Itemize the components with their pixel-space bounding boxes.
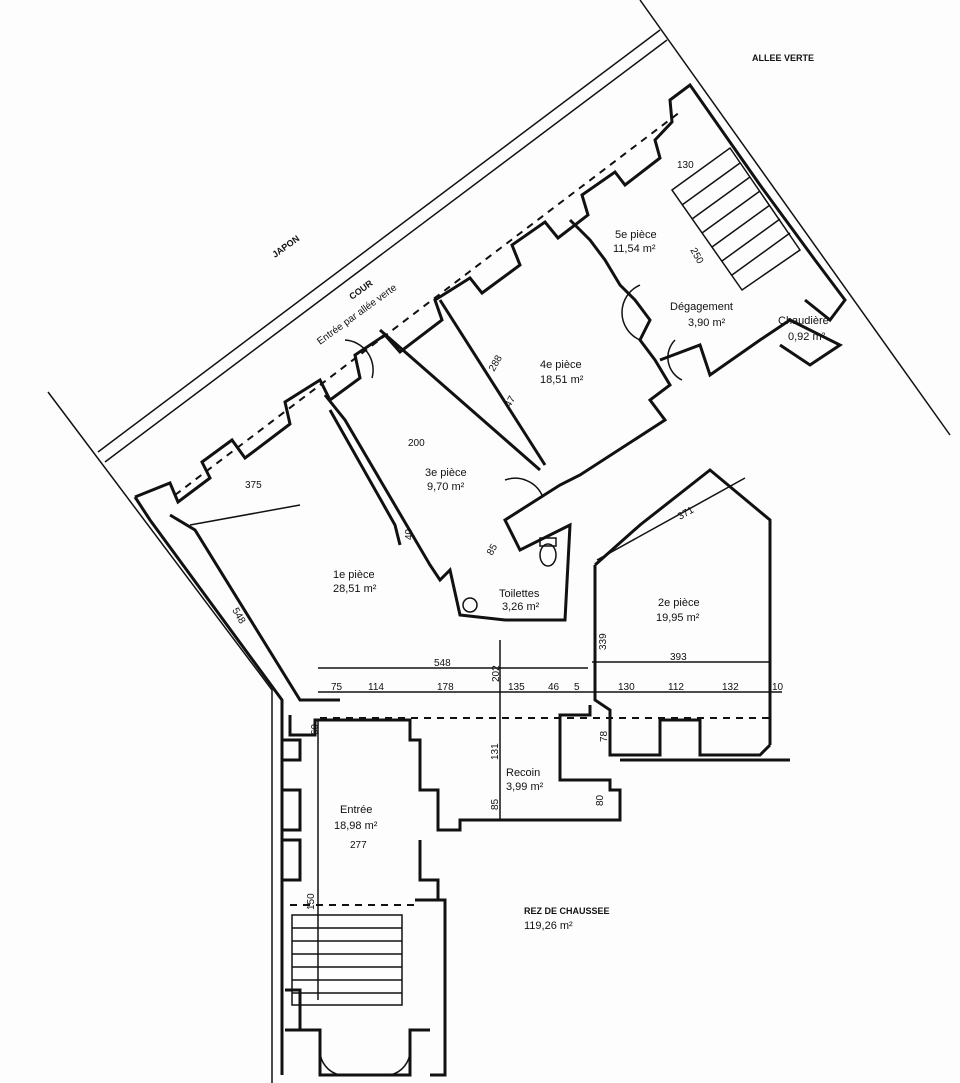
room-area: 3,90 m² <box>688 317 726 329</box>
room-area: 19,95 m² <box>656 612 700 624</box>
room-degagement: Dégagement 3,90 m² <box>670 301 733 329</box>
room-area: 28,51 m² <box>333 583 377 595</box>
room-name: 5e pièce <box>615 229 657 241</box>
dim-label: 130 <box>677 160 694 171</box>
room-name: Recoin <box>506 767 540 779</box>
walls <box>133 82 847 1077</box>
floor-area: 119,26 m² <box>524 920 573 932</box>
dim-label: 46 <box>548 682 560 693</box>
room-area: 0,92 m² <box>788 331 826 343</box>
room-area: 9,70 m² <box>427 481 465 493</box>
dim-label: 277 <box>350 840 367 851</box>
room-5: 5e pièce 11,54 m² <box>613 229 657 255</box>
room-3: 3e pièce 9,70 m² <box>425 467 467 493</box>
dim-label: 10 <box>772 682 784 693</box>
dim-label: 40 <box>404 528 415 540</box>
room-recoin: Recoin 3,99 m² <box>506 767 544 793</box>
dim-label: 85 <box>485 542 500 558</box>
room-name: 4e pièce <box>540 359 582 371</box>
dim-label: 339 <box>598 633 609 650</box>
dim-label: 130 <box>618 682 635 693</box>
dim-label: 112 <box>668 682 684 693</box>
room-area: 18,51 m² <box>540 374 584 386</box>
toilet-fixtures <box>462 537 557 613</box>
dim-label: 5 <box>574 682 580 693</box>
room-chaudiere: Chaudière 0,92 m² <box>778 315 829 343</box>
dim-label: 80 <box>595 794 606 806</box>
room-name: Entrée <box>340 804 372 816</box>
room-name: 3e pièce <box>425 467 467 479</box>
dim-label: 178 <box>437 682 454 693</box>
dim-label: 132 <box>722 682 739 693</box>
door-swings <box>319 284 683 1076</box>
street-label-japon: JAPON <box>270 233 301 259</box>
stairs-entrance <box>291 720 403 1006</box>
dim-label: 131 <box>490 743 501 760</box>
dim-label: 202 <box>491 665 502 682</box>
room-name: 2e pièce <box>658 597 700 609</box>
room-area: 3,26 m² <box>502 601 540 613</box>
dim-label: 114 <box>368 682 384 693</box>
dimension-lines <box>189 477 782 820</box>
dim-label: 200 <box>408 438 425 449</box>
dim-label: 288 <box>487 353 505 373</box>
room-area: 3,99 m² <box>506 781 544 793</box>
stairs-upper <box>670 146 802 292</box>
room-name: Chaudière <box>778 315 829 327</box>
room-2: 2e pièce 19,95 m² <box>656 597 700 624</box>
dim-label: 150 <box>306 893 317 910</box>
dashed-lines <box>174 111 770 906</box>
dim-label: 250 <box>687 246 705 266</box>
room-area: 11,54 m² <box>613 243 656 255</box>
dim-label: 393 <box>670 652 687 663</box>
dim-label: 60 <box>310 723 321 735</box>
dim-label: 47 <box>503 394 518 410</box>
dim-label: 548 <box>434 658 451 669</box>
room-name: Dégagement <box>670 301 733 313</box>
room-area: 18,98 m² <box>334 820 378 832</box>
dim-label: 85 <box>490 798 501 810</box>
room-entree: Entrée 18,98 m² <box>334 804 378 832</box>
dim-label: 135 <box>508 682 525 693</box>
room-toilettes: Toilettes 3,26 m² <box>499 588 540 613</box>
dimension-values: 375 548 200 40 85 288 47 130 250 371 339… <box>229 160 783 910</box>
room-name: 1e pièce <box>333 569 375 581</box>
floor-name: REZ DE CHAUSSEE <box>524 906 610 916</box>
street-label-allee-verte: ALLEE VERTE <box>752 53 814 63</box>
dim-label: 75 <box>331 682 343 693</box>
room-1: 1e pièce 28,51 m² <box>333 569 377 595</box>
dim-label: 375 <box>245 480 262 491</box>
dim-label: 78 <box>599 730 610 742</box>
room-4: 4e pièce 18,51 m² <box>540 359 584 386</box>
room-name: Toilettes <box>499 588 540 600</box>
floor-summary: REZ DE CHAUSSEE 119,26 m² <box>524 906 610 932</box>
site-boundaries <box>47 0 951 1083</box>
